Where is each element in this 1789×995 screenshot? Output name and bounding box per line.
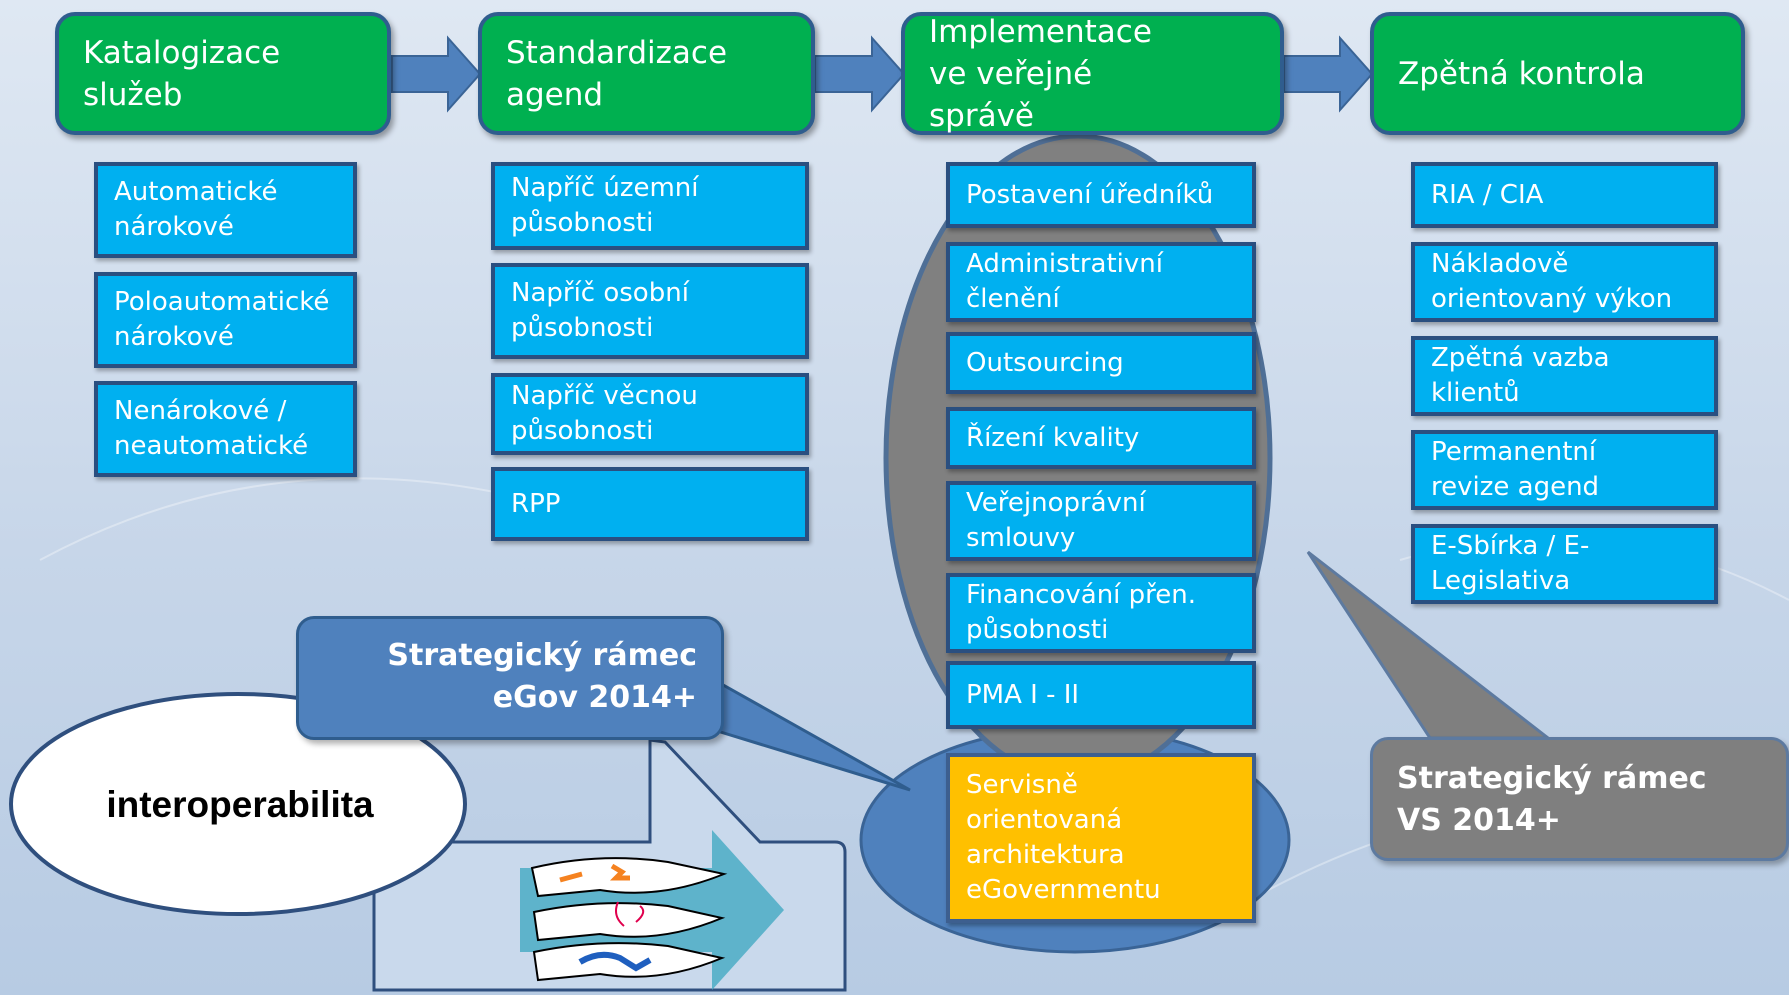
item-ria-cia: RIA / CIA <box>1411 162 1718 228</box>
layered-map-icon <box>530 857 728 982</box>
callout-vs: Strategický rámec VS 2014+ <box>1370 737 1789 861</box>
arrow-2 <box>814 35 906 113</box>
item-uzemni: Napříč územní působnosti <box>491 162 809 250</box>
stage-implementace: Implementace ve veřejné správě <box>901 12 1284 135</box>
item-label: Permanentní revize agend <box>1431 437 1600 502</box>
item-label: E-Sbírka / E-Legislativa <box>1431 531 1590 596</box>
item-label: RPP <box>511 488 561 519</box>
item-pma: PMA I - II <box>946 661 1256 729</box>
item-nenarokove: Nenárokové / neautomatické <box>94 381 357 477</box>
item-rpp: RPP <box>491 467 809 541</box>
item-label: Veřejnoprávní smlouvy <box>966 488 1146 553</box>
item-label: Automatické nárokové <box>114 177 278 242</box>
callout-egov-label: Strategický rámec eGov 2014+ <box>387 638 697 715</box>
egov-callout-tail <box>697 669 911 792</box>
callout-egov: Strategický rámec eGov 2014+ <box>296 616 724 740</box>
stage-label: Standardizace agend <box>506 34 728 113</box>
item-label: Napříč územní působnosti <box>511 173 699 238</box>
item-label: Nenárokové / neautomatické <box>114 396 309 461</box>
item-outsourcing: Outsourcing <box>946 332 1256 394</box>
stage-label: Implementace ve veřejné správě <box>929 13 1152 134</box>
stage-zpetna-kontrola: Zpětná kontrola <box>1370 12 1745 135</box>
callout-vs-label: Strategický rámec VS 2014+ <box>1397 761 1707 838</box>
stage-label: Katalogizace služeb <box>83 34 281 113</box>
item-label: PMA I - II <box>966 679 1080 710</box>
item-nakladove: Nákladově orientovaný výkon <box>1411 242 1718 322</box>
stage-standardizace: Standardizace agend <box>478 12 815 135</box>
item-label: Poloautomatické nárokové <box>114 287 330 352</box>
stage-label: Zpětná kontrola <box>1398 55 1645 92</box>
item-permanentni-revize: Permanentní revize agend <box>1411 430 1718 510</box>
item-automaticke: Automatické nárokové <box>94 162 357 258</box>
item-vecnou: Napříč věcnou působnosti <box>491 373 809 455</box>
item-financovani: Financování přen. působnosti <box>946 573 1256 653</box>
item-rizeni-kvality: Řízení kvality <box>946 407 1256 469</box>
item-label: RIA / CIA <box>1431 179 1544 210</box>
item-label: Outsourcing <box>966 347 1124 378</box>
stage-katalogizace: Katalogizace služeb <box>55 12 391 135</box>
item-label: Řízení kvality <box>966 422 1140 453</box>
item-label: Napříč osobní působnosti <box>511 278 689 343</box>
item-osobni: Napříč osobní působnosti <box>491 263 809 359</box>
item-label: Napříč věcnou působnosti <box>511 381 698 446</box>
item-esbirka: E-Sbírka / E-Legislativa <box>1411 524 1718 604</box>
arrow-3 <box>1283 35 1374 113</box>
item-soa-egov: Servisně orientovaná architektura eGover… <box>946 753 1256 923</box>
item-administrativni-cleneni: Administrativní členění <box>946 242 1256 322</box>
item-label: Nákladově orientovaný výkon <box>1431 249 1673 314</box>
item-postaveni-uredniku: Postavení úředníků <box>946 162 1256 228</box>
item-label: Servisně orientovaná architektura eGover… <box>966 770 1161 905</box>
item-label: Postavení úředníků <box>966 179 1214 210</box>
interop-ellipse <box>9 692 467 916</box>
arrow-1 <box>391 35 482 113</box>
item-verejnopravni-smlouvy: Veřejnoprávní smlouvy <box>946 481 1256 561</box>
interoperability-label: interoperabilita <box>106 784 374 825</box>
item-label: Financování přen. působnosti <box>966 580 1197 645</box>
item-label: Administrativní členění <box>966 249 1163 314</box>
flow-arrows <box>391 35 1374 113</box>
item-zpetna-vazba: Zpětná vazba klientů <box>1411 336 1718 416</box>
item-label: Zpětná vazba klientů <box>1431 343 1610 408</box>
item-poloautomaticke: Poloautomatické nárokové <box>94 272 357 368</box>
